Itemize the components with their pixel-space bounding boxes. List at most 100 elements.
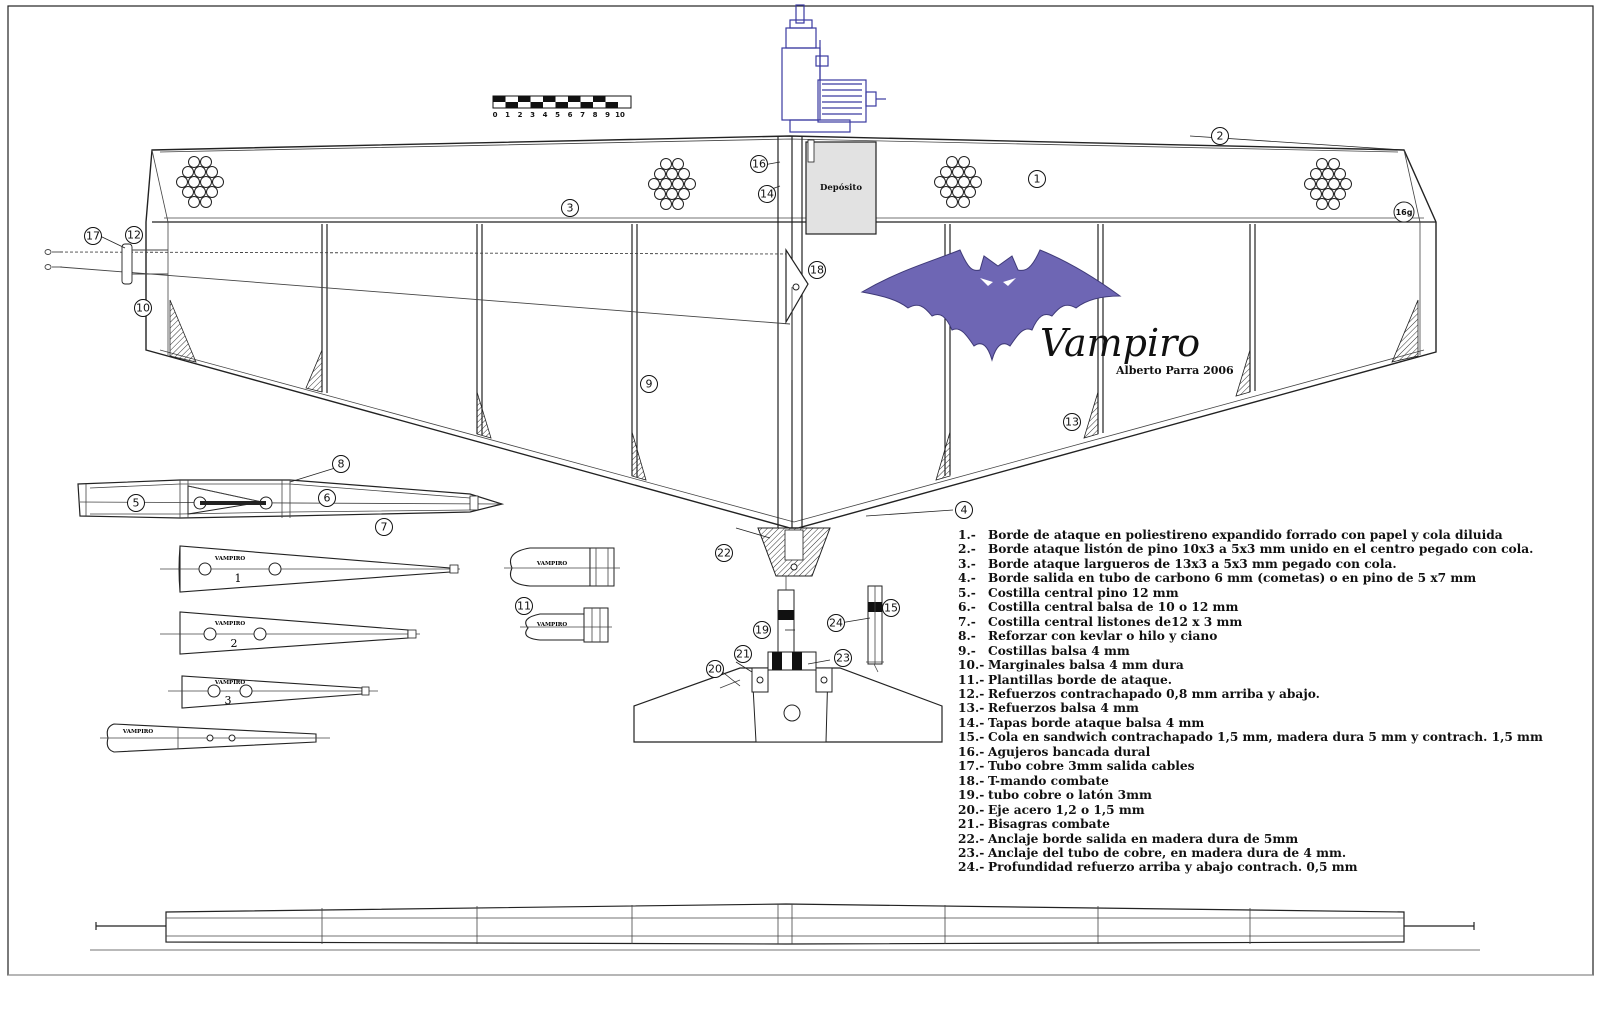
svg-text:1: 1 [235, 572, 242, 585]
lightening-hole [1334, 188, 1346, 200]
callout-18: 18 [808, 261, 826, 279]
callout-3: 3 [561, 199, 579, 217]
scale-label-0: 0 [493, 111, 498, 119]
lightening-hole [648, 178, 660, 190]
lightening-hole [672, 178, 684, 190]
lightening-hole [194, 186, 206, 198]
legend-text: Refuerzos contrachapado 0,8 mm arriba y … [988, 686, 1320, 701]
legend-number: 15.- [958, 730, 985, 745]
scale-label-8: 8 [593, 111, 598, 119]
lightening-hole [946, 196, 958, 208]
rib-gussets [169, 299, 1419, 481]
parts-legend: 1.-Borde de ataque en poliestireno expan… [958, 528, 1578, 875]
plan-title: Vampiro [1040, 321, 1200, 365]
callout-15: 15 [882, 599, 900, 617]
lightening-hole [200, 196, 212, 208]
lightening-hole [200, 176, 212, 188]
lightening-holes [176, 156, 1352, 210]
template-11-lower: VAMPIRO [520, 607, 612, 643]
legend-item: 24.-Profundidad refuerzo arriba y abajo … [958, 860, 1578, 874]
lightening-hole [666, 188, 678, 200]
legend-item: 22.-Anclaje borde salida en madera dura … [958, 832, 1578, 846]
legend-text: Costilla central balsa de 10 o 12 mm [988, 600, 1239, 615]
lightening-hole [182, 186, 194, 198]
scale-label-7: 7 [580, 111, 585, 119]
svg-text:VAMPIRO: VAMPIRO [536, 622, 567, 628]
lightening-hole [176, 176, 188, 188]
callout-12: 12 [125, 226, 143, 244]
legend-number: 17.- [958, 759, 985, 774]
svg-text:3: 3 [567, 202, 574, 215]
legend-item: 11.-Plantillas borde de ataque. [958, 673, 1578, 687]
legend-number: 14.- [958, 715, 985, 730]
legend-number: 7.- [958, 614, 976, 629]
lightening-hole [1334, 168, 1346, 180]
lightening-hole [660, 178, 672, 190]
legend-item: 21.-Bisagras combate [958, 817, 1578, 831]
legend-item: 3.-Borde ataque largueros de 13x3 a 5x3 … [958, 557, 1578, 571]
svg-text:20: 20 [708, 663, 722, 676]
legend-text: Eje acero 1,2 o 1,5 mm [988, 802, 1145, 817]
svg-text:1: 1 [1034, 173, 1041, 186]
svg-text:8: 8 [338, 458, 345, 471]
svg-text:VAMPIRO: VAMPIRO [122, 729, 153, 735]
lightening-hole [970, 176, 982, 188]
lightening-hole [660, 198, 672, 210]
legend-item: 8.-Reforzar con kevlar o hilo y ciano [958, 629, 1578, 643]
callout-6: 6 [318, 489, 336, 507]
legend-item: 20.-Eje acero 1,2 o 1,5 mm [958, 803, 1578, 817]
callout-19: 19 [753, 621, 771, 639]
legend-number: 18.- [958, 773, 985, 788]
callout-8: 8 [332, 455, 350, 473]
lightening-hole [206, 166, 218, 178]
legend-text: Agujeros bancada dural [988, 744, 1151, 759]
callout-17: 17 [84, 227, 102, 245]
svg-text:15: 15 [884, 602, 898, 615]
legend-item: 14.-Tapas borde ataque balsa 4 mm [958, 716, 1578, 730]
legend-text: Profundidad refuerzo arriba y abajo cont… [988, 860, 1358, 875]
lightening-hole [684, 178, 696, 190]
lightening-hole [200, 156, 212, 168]
scale-label-9: 9 [605, 111, 610, 119]
legend-text: tubo cobre o latón 3mm [988, 788, 1152, 803]
svg-text:2: 2 [231, 637, 238, 650]
legend-text: Bisagras combate [988, 817, 1110, 832]
legend-number: 6.- [958, 600, 976, 615]
weight-label: 16g [1396, 208, 1413, 217]
lightening-hole [1328, 178, 1340, 190]
lightening-hole [964, 186, 976, 198]
template-3: VAMPIRO 3 [168, 675, 378, 709]
svg-text:3: 3 [225, 694, 232, 707]
legend-item: 1.-Borde de ataque en poliestireno expan… [958, 528, 1578, 542]
legend-text: Tapas borde ataque balsa 4 mm [988, 715, 1205, 730]
scale-label-6: 6 [568, 111, 573, 119]
callout-20: 20 [706, 660, 724, 678]
legend-item: 18.-T-mando combate [958, 774, 1578, 788]
legend-text: Anclaje del tubo de cobre, en madera dur… [988, 845, 1347, 860]
bellcrank-pivot [792, 283, 800, 291]
legend-text: Costilla central listones de12 x 3 mm [988, 614, 1243, 629]
template-4: VAMPIRO [100, 723, 330, 753]
legend-number: 13.- [958, 701, 985, 716]
legend-number: 3.- [958, 556, 976, 571]
legend-text: Borde ataque listón de pino 10x3 a 5x3 m… [988, 542, 1534, 557]
scale-label-1: 1 [505, 111, 510, 119]
lightening-hole [182, 166, 194, 178]
svg-text:VAMPIRO: VAMPIRO [214, 621, 245, 627]
legend-item: 19.-tubo cobre o latón 3mm [958, 788, 1578, 802]
svg-text:4: 4 [961, 504, 968, 517]
lightening-hole [940, 186, 952, 198]
callout-2: 2 [1211, 127, 1229, 145]
lightening-hole [188, 176, 200, 188]
svg-text:14: 14 [760, 188, 774, 201]
fuel-tank: Depósito [805, 139, 877, 235]
legend-item: 9.-Costillas balsa 4 mm [958, 644, 1578, 658]
legend-item: 17.-Tubo cobre 3mm salida cables [958, 759, 1578, 773]
callout-21: 21 [734, 645, 752, 663]
callout-7: 7 [375, 518, 393, 536]
svg-text:16: 16 [752, 158, 766, 171]
scale-label-2: 2 [518, 111, 523, 119]
lightening-hole [1340, 178, 1352, 190]
legend-text: Costillas balsa 4 mm [988, 643, 1130, 658]
svg-text:22: 22 [717, 547, 731, 560]
